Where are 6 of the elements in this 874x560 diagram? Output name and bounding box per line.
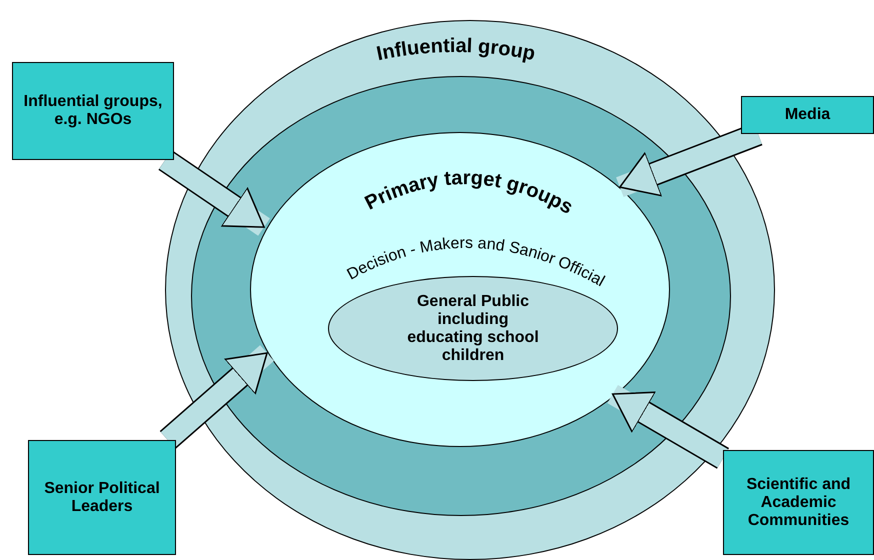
group-title: Primary target groups <box>362 167 576 219</box>
stakeholder-box: Senior Political Leaders <box>28 440 176 555</box>
group-title: Influential group <box>374 34 538 66</box>
stakeholder-box: Media <box>741 96 874 134</box>
stakeholder-box: Scientific and Academic Communities <box>723 450 874 555</box>
stakeholder-box: Influential groups, e.g. NGOs <box>12 62 174 160</box>
